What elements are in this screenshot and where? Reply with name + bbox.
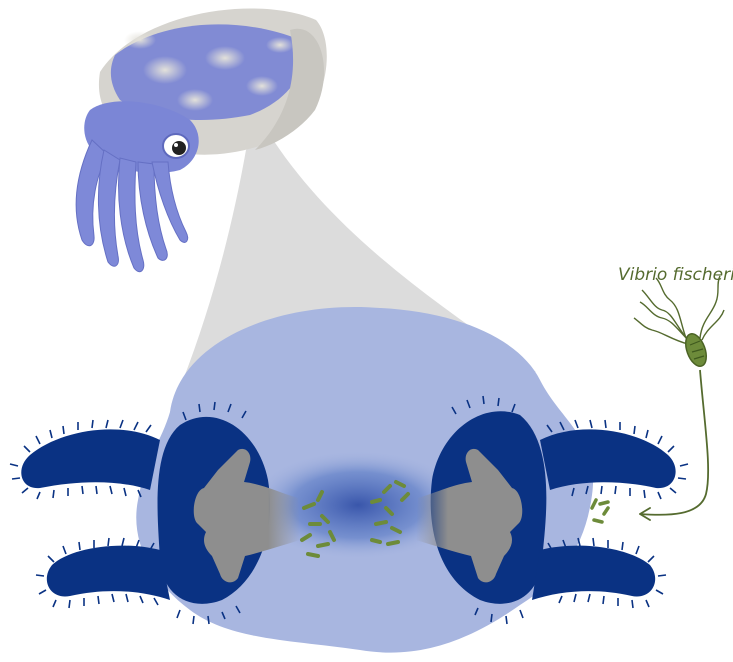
colonization-arrow xyxy=(640,370,708,515)
light-organ xyxy=(10,307,688,653)
incoming-bacteria xyxy=(592,500,608,522)
vibrio-label: Vibrio fischeri xyxy=(618,265,733,285)
